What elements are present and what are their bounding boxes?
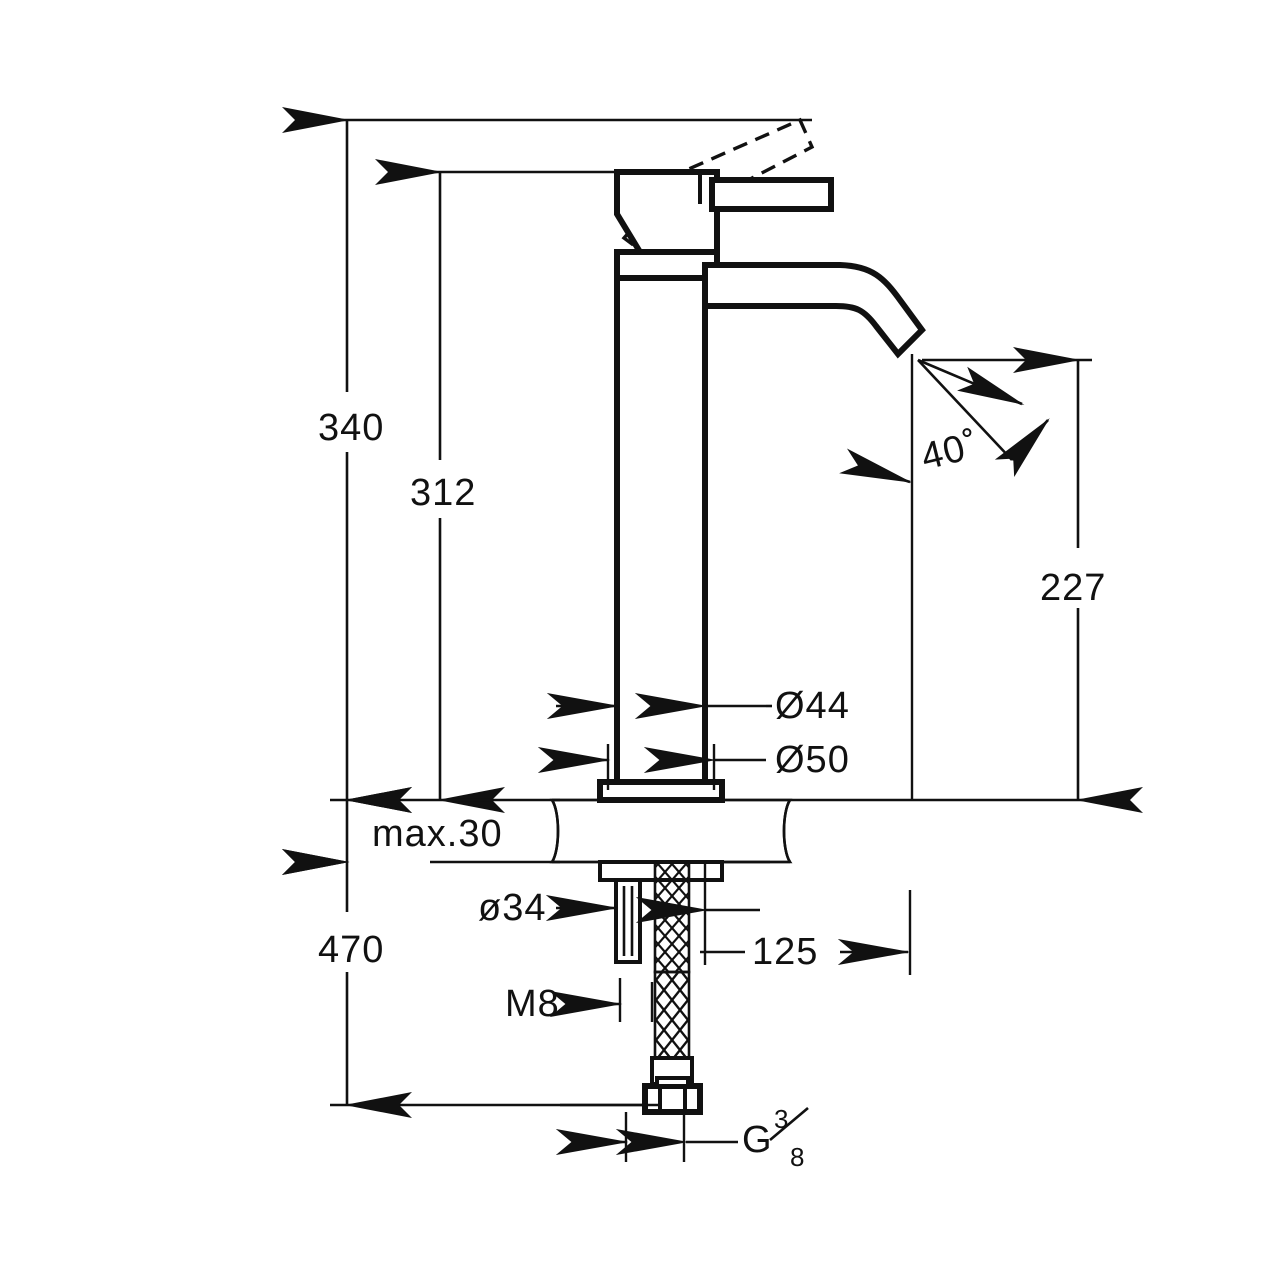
dimension-label-340: 340 — [318, 407, 384, 449]
dimension-label-312: 312 — [410, 472, 476, 514]
dimension-label-dia-50: Ø50 — [775, 739, 850, 781]
lever-handle — [709, 177, 834, 212]
dimension-angle-40: 40˚ — [839, 354, 1050, 800]
dimension-dia-34: ø34 — [478, 878, 619, 929]
dimension-label-g38-letter: G — [742, 1119, 773, 1161]
dimension-label-dia-34: ø34 — [478, 887, 546, 929]
dimension-label-m8: M8 — [505, 983, 560, 1025]
riser-body — [614, 275, 708, 803]
dimension-227: 227 — [922, 347, 1143, 813]
dimension-label-g38-denominator: 8 — [790, 1142, 804, 1172]
dimension-g38: G 3 8 — [555, 1103, 809, 1172]
dimension-dia-44: Ø44 — [546, 685, 850, 727]
dimension-312: 312 — [375, 159, 617, 813]
dimension-dia-50: Ø50 — [537, 739, 850, 790]
shank-assembly — [598, 860, 724, 1115]
dimension-label-470: 470 — [318, 929, 384, 971]
dimension-125: 125 — [635, 862, 912, 975]
dimension-label-125: 125 — [752, 931, 818, 973]
base-flange — [597, 779, 725, 803]
dimension-label-angle-40: 40˚ — [917, 424, 983, 479]
dimension-m8: M8 — [505, 978, 654, 1025]
dimension-label-dia-44: Ø44 — [775, 685, 850, 727]
dimension-340: 340 — [282, 107, 812, 813]
cartridge-housing — [614, 169, 720, 255]
dimension-label-227: 227 — [1040, 567, 1106, 609]
countertop-section — [549, 798, 793, 864]
dimension-label-max-30: max.30 — [372, 813, 503, 855]
dimension-max-30: max.30 — [282, 787, 503, 875]
spout — [702, 262, 926, 359]
